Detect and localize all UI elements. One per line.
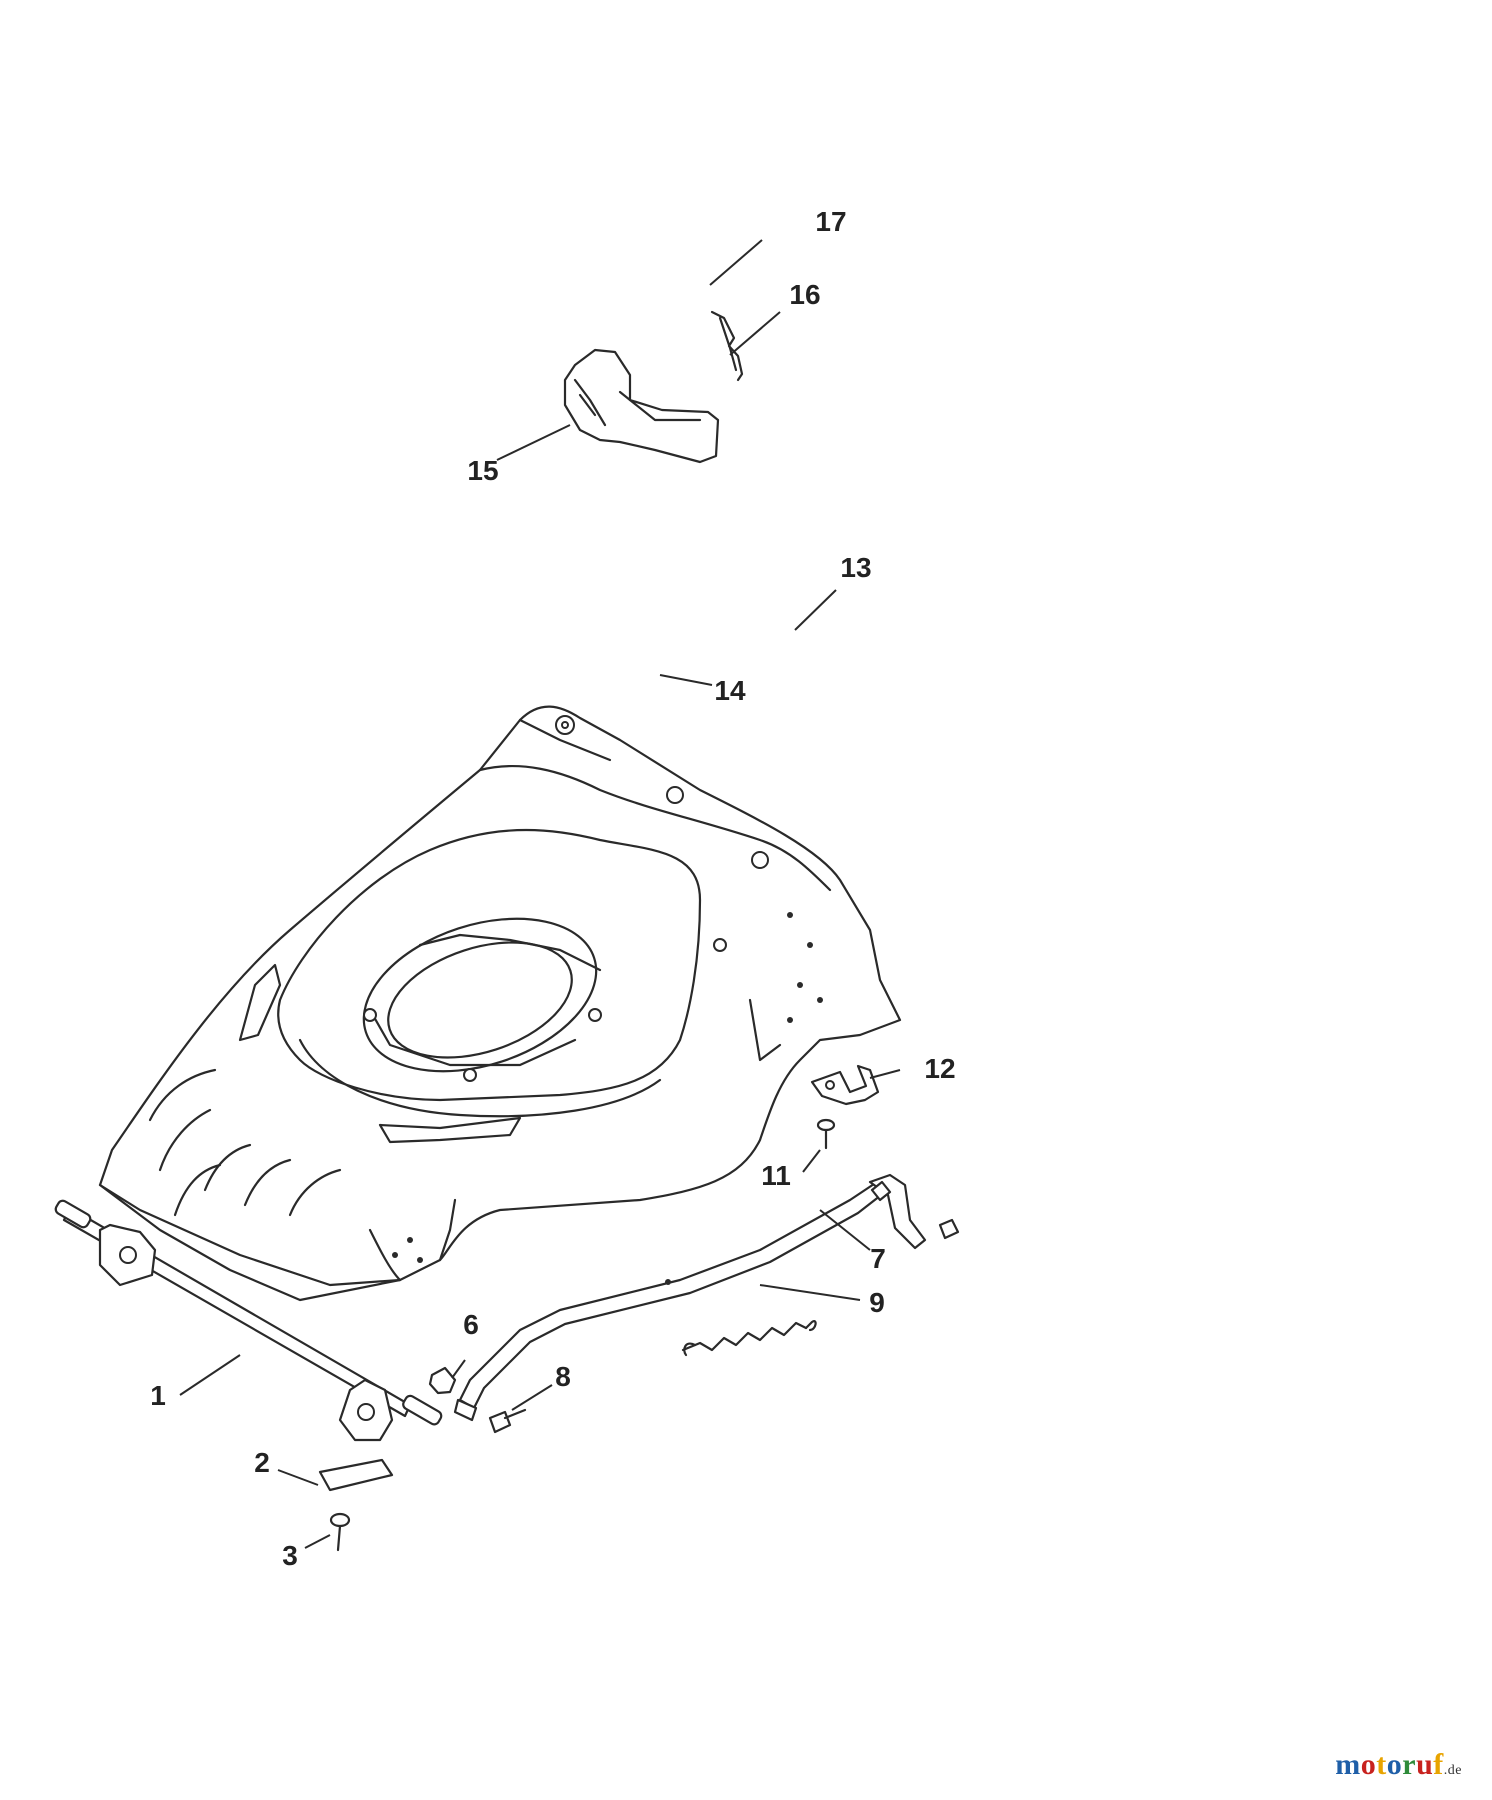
leader-lines — [179, 239, 901, 1549]
callout-6: 6 — [463, 1309, 479, 1340]
brand-letter: r — [1402, 1748, 1417, 1781]
callout-3: 3 — [282, 1540, 298, 1571]
brand-letter: u — [1416, 1748, 1434, 1781]
brand-logo: motoruf.de — [1335, 1748, 1462, 1782]
callout-8: 8 — [555, 1361, 571, 1392]
handle-part — [563, 348, 720, 464]
brand-letter: f — [1433, 1748, 1444, 1781]
brand-letter: o — [1386, 1748, 1403, 1781]
callout-labels: 1 2 3 6 7 8 9 11 12 13 14 15 16 17 — [150, 206, 955, 1571]
screw-part-11 — [816, 1118, 836, 1150]
callout-16: 16 — [789, 279, 820, 310]
lever-fasteners — [870, 1180, 960, 1240]
callout-15: 15 — [467, 455, 498, 486]
brand-letter: t — [1376, 1748, 1387, 1781]
bolt-part — [488, 1408, 527, 1434]
screw-part — [329, 1512, 351, 1552]
bracket-plate-part — [318, 1458, 394, 1492]
callout-9: 9 — [869, 1287, 885, 1318]
callout-2: 2 — [254, 1447, 270, 1478]
clamp-bracket-part — [810, 1064, 880, 1106]
callout-13: 13 — [840, 552, 871, 583]
nut-part — [428, 1366, 457, 1395]
callout-11: 11 — [761, 1160, 791, 1191]
front-axle-part — [54, 1199, 443, 1442]
spring-part-16 — [710, 310, 744, 382]
mower-deck — [98, 705, 902, 1302]
brand-letter: m — [1335, 1748, 1361, 1781]
callout-1: 1 — [150, 1380, 166, 1411]
callout-12: 12 — [924, 1053, 955, 1084]
spring-part — [681, 1320, 817, 1357]
callout-14: 14 — [714, 675, 746, 706]
callout-17: 17 — [815, 206, 846, 237]
height-lever-part — [453, 1173, 927, 1422]
brand-tld: .de — [1443, 1763, 1462, 1778]
brand-letter: o — [1360, 1748, 1377, 1781]
callout-7: 7 — [870, 1243, 886, 1274]
